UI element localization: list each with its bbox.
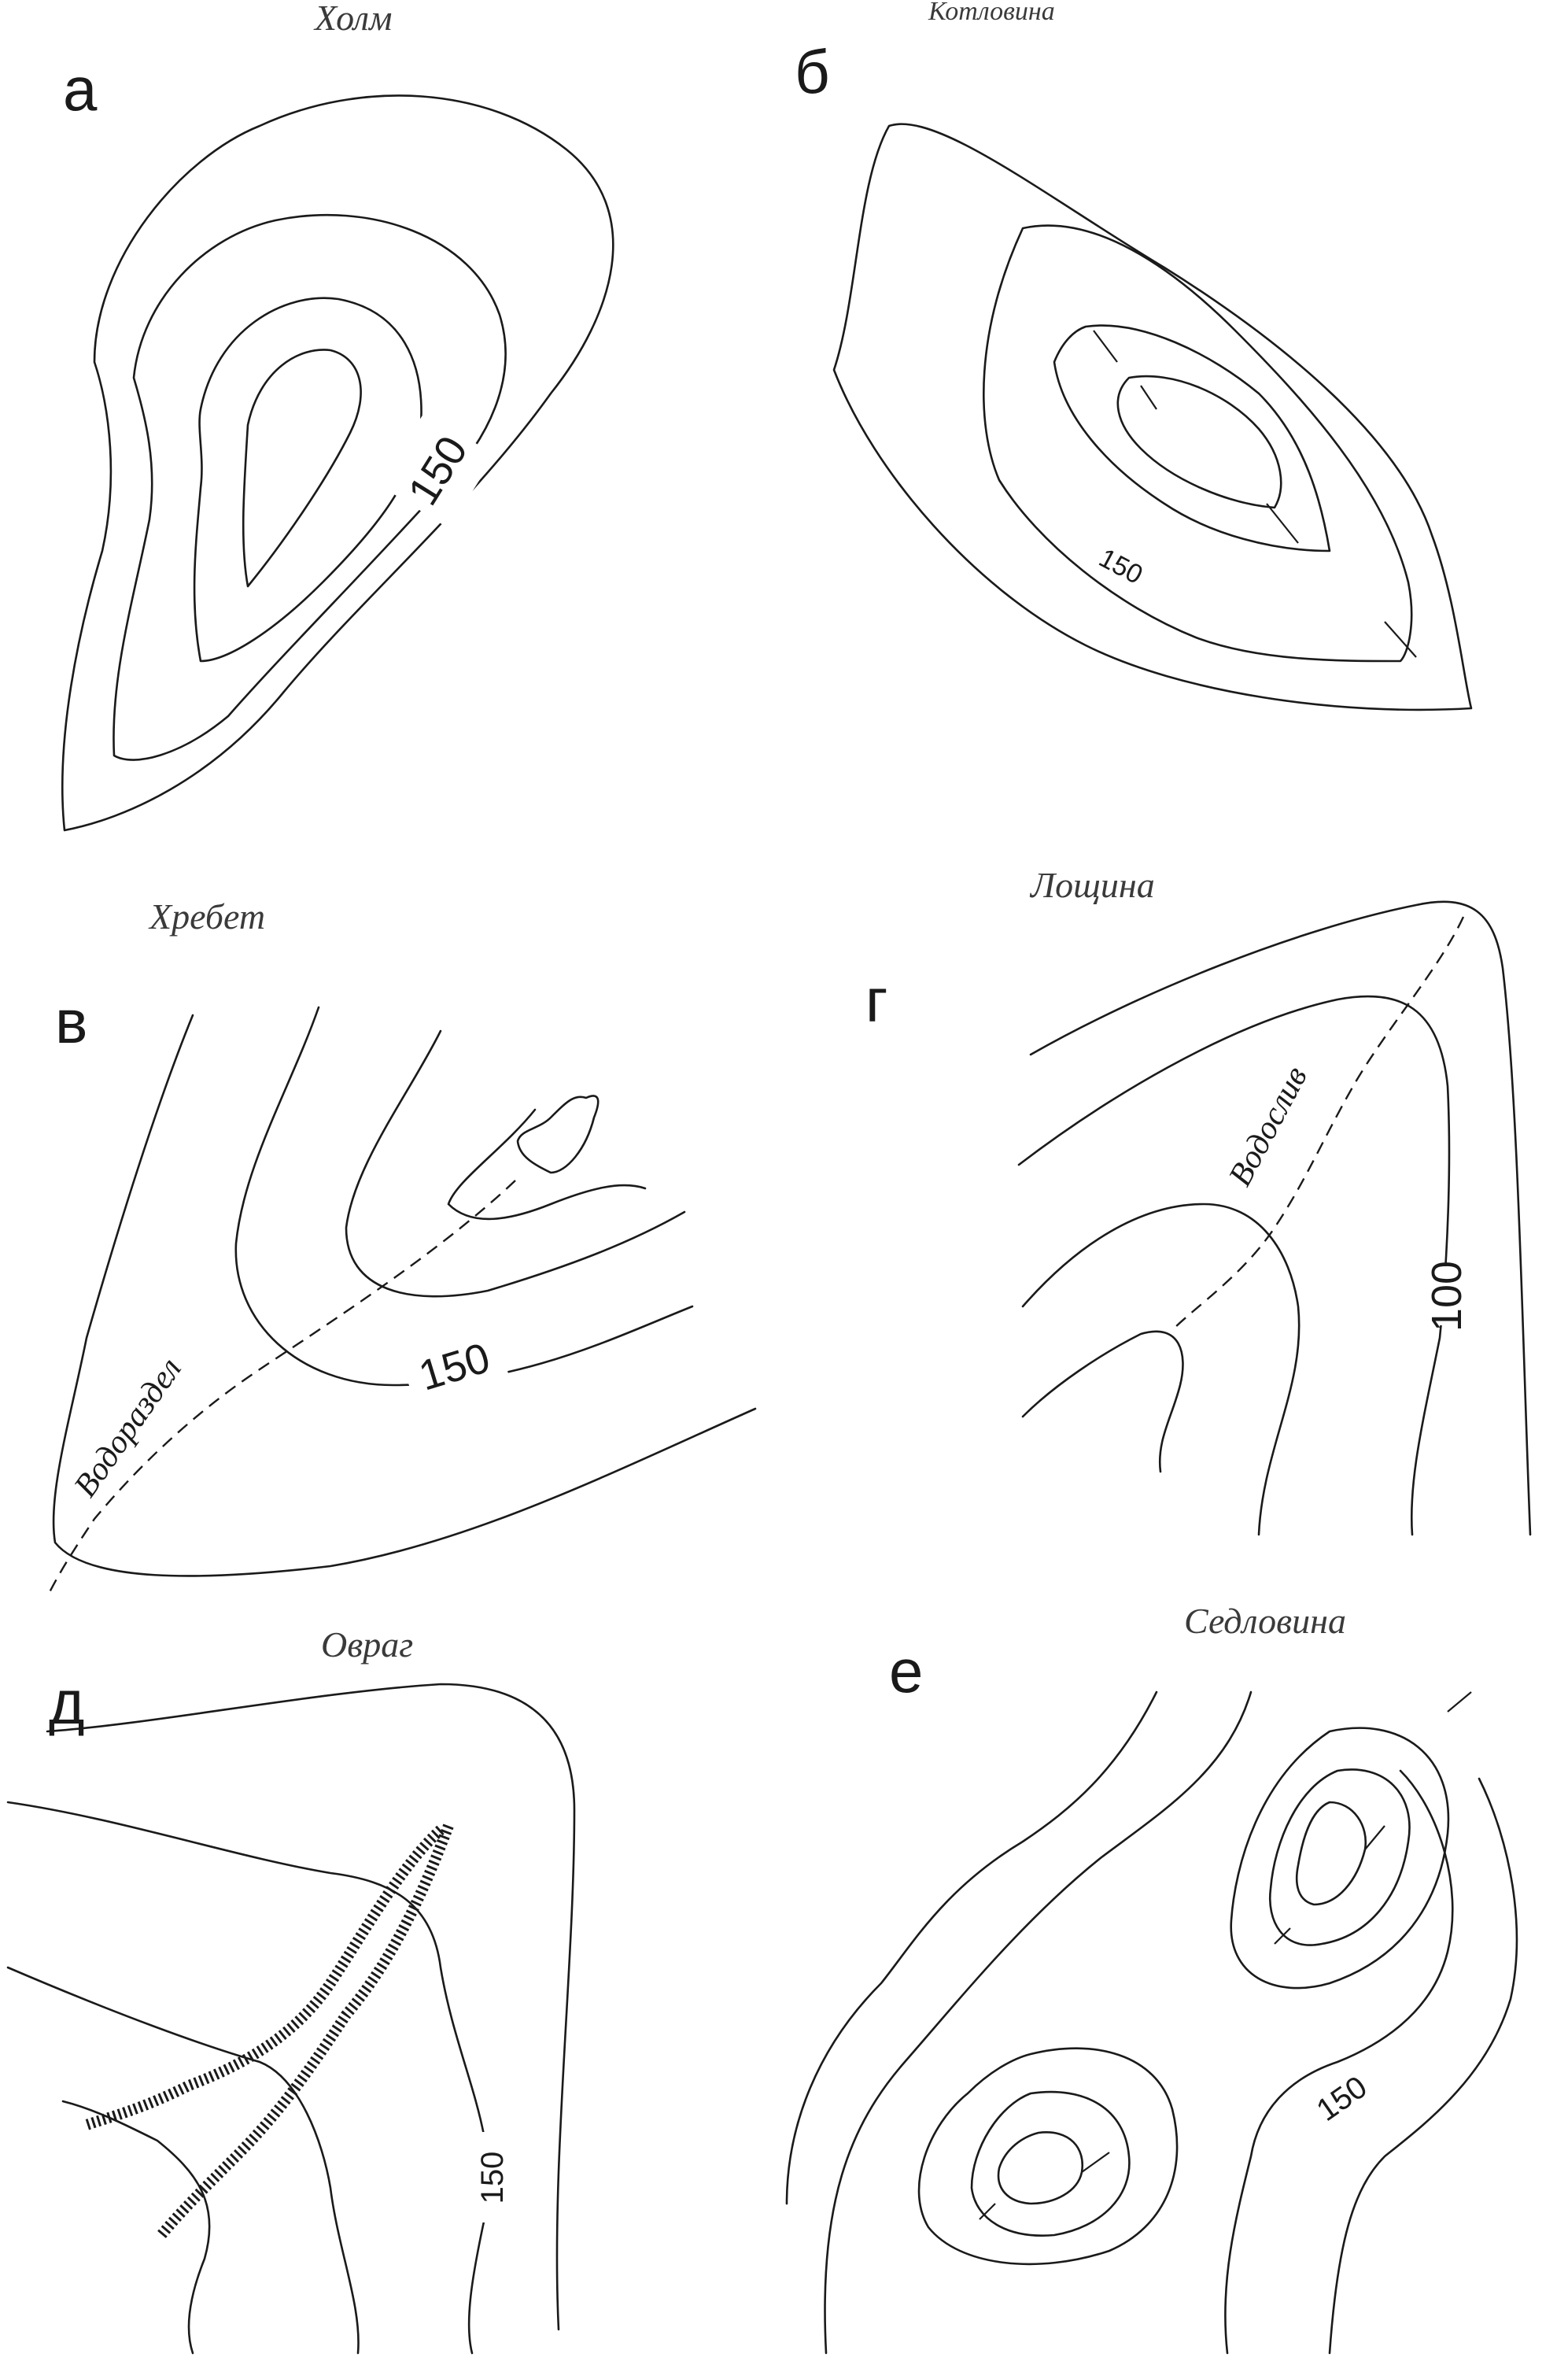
panel-hill-letter: а [63, 54, 98, 124]
ridge-summit-contour [516, 1095, 600, 1174]
panel-ridge: Хребет в 150 Водораздел [47, 896, 757, 1594]
ridge-contour-label: 150 [414, 1334, 496, 1400]
saddle-lower-hill-contour-2 [970, 2090, 1131, 2237]
panel-hollow-title: Лощина [1029, 865, 1155, 905]
thalweg-label: Водослив [1222, 1061, 1315, 1192]
panel-ravine-title: Овраг [321, 1624, 413, 1665]
basin-contour-outer [832, 123, 1473, 711]
basin-contour-3 [1053, 324, 1331, 552]
ravine-contour-150 [6, 1801, 490, 2355]
ravine-hatched-edge-lower [157, 1823, 454, 2239]
saddle-contour-left-2 [824, 1690, 1253, 2355]
saddle-upper-hill-contour-2 [1268, 1768, 1411, 1946]
panel-hill-title: Холм [313, 0, 392, 38]
basin-slope-tick [1093, 330, 1118, 363]
hollow-contour-100 [1017, 995, 1451, 1536]
panel-hollow: Лощина г 100 Водослив [865, 865, 1532, 1536]
basin-contour-2 [983, 224, 1413, 663]
hill-contour-1 [61, 94, 614, 832]
ridge-contour-outer [52, 1014, 757, 1577]
hill-contour-4 [242, 349, 362, 588]
saddle-slope-tick [1447, 1691, 1472, 1713]
saddle-slope-tick [1364, 1825, 1385, 1850]
panel-hill: Холм а 150 [61, 0, 614, 832]
panel-ravine-letter: д [49, 1668, 85, 1737]
saddle-contour-right-1 [1224, 1769, 1454, 2355]
saddle-lower-summit [997, 2131, 1084, 2205]
ridge-contour-150 [234, 1006, 694, 1387]
ridge-contour-4 [447, 1108, 647, 1221]
hill-contour-3 [193, 297, 422, 663]
saddle-lower-hill-contour-1 [917, 2047, 1179, 2266]
watershed-line [47, 1180, 516, 1594]
thalweg-line [1171, 916, 1465, 1331]
saddle-slope-tick [1081, 2152, 1110, 2173]
ravine-contour-label: 150 [475, 2152, 510, 2204]
panel-basin-letter: б [795, 37, 830, 106]
hollow-contour-outer [1029, 900, 1532, 1536]
panel-saddle-title: Седловина [1184, 1601, 1346, 1641]
panel-ravine: Овраг д 150 [6, 1624, 576, 2355]
ravine-contour-4 [61, 2100, 211, 2355]
saddle-contour-left-1 [785, 1690, 1158, 2205]
basin-slope-tick [1266, 503, 1299, 544]
saddle-slope-tick [1274, 1927, 1291, 1945]
panel-basin-title: Котловина [928, 0, 1055, 26]
panel-ridge-title: Хребет [148, 896, 265, 937]
hollow-contour-label: 100 [1423, 1261, 1470, 1332]
hill-contour-2 [113, 213, 507, 761]
panel-basin: Котловина б 150 [795, 0, 1473, 711]
ridge-contour-3 [345, 1029, 686, 1298]
saddle-contour-150 [1328, 1777, 1518, 2355]
saddle-upper-summit [1295, 1801, 1367, 1906]
ravine-hatched-edge-upper [84, 1825, 445, 2130]
ravine-contour-3 [6, 1966, 360, 2355]
panel-hollow-letter: г [865, 966, 887, 1035]
panel-ridge-letter: в [55, 987, 87, 1056]
ravine-contour-outer [46, 1683, 576, 2331]
saddle-upper-hill-contour-1 [1230, 1727, 1450, 1990]
basin-slope-tick [1384, 621, 1417, 658]
hollow-contour-3 [1021, 1203, 1301, 1536]
panel-saddle-letter: е [889, 1636, 923, 1705]
hollow-contour-4 [1021, 1330, 1184, 1473]
saddle-slope-tick [979, 2203, 996, 2220]
basin-slope-tick [1140, 385, 1157, 410]
basin-contour-4 [1116, 375, 1282, 509]
panel-saddle: Седловина е 150 [785, 1601, 1518, 2355]
